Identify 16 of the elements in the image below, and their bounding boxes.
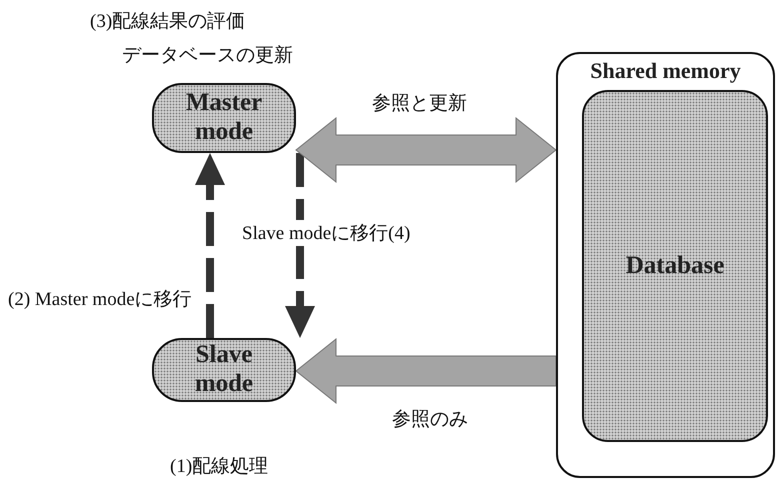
- box-label: Slave mode: [194, 341, 254, 399]
- block-arrow: [295, 116, 557, 184]
- node-label: データベースの更新: [122, 44, 293, 68]
- rounded-box: [582, 90, 768, 442]
- rounded-box: [556, 52, 775, 478]
- box-heading: Shared memory: [590, 58, 741, 83]
- arrow: [285, 153, 315, 338]
- node-label: (3)配線結果の評価: [90, 10, 246, 34]
- box-label: Master mode: [184, 89, 264, 147]
- edge-label: Slave modeに移行(4): [240, 220, 412, 246]
- rounded-box: [152, 83, 296, 153]
- block-arrow: [295, 338, 556, 404]
- node-label: (1)配線処理: [170, 455, 268, 479]
- arrow: [195, 153, 225, 338]
- box-label: Database: [626, 252, 724, 280]
- rounded-box: [152, 338, 296, 402]
